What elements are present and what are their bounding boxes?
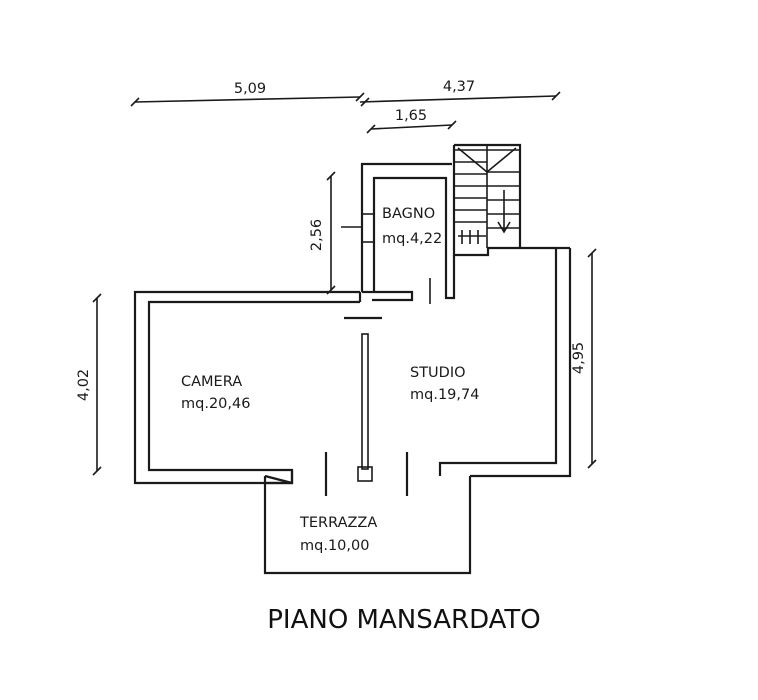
room-area-studio: mq.19,74	[410, 387, 479, 403]
room-name-bagno: BAGNO	[382, 206, 435, 222]
dimension-right-height	[587, 248, 597, 469]
room-name-terrazza: TERRAZZA	[299, 515, 377, 531]
room-area-bagno: mq.4,22	[382, 231, 442, 247]
dim-label-left-height: 4,02	[76, 369, 92, 401]
staircase	[454, 145, 520, 248]
dimension-top-inner	[366, 120, 457, 134]
room-name-studio: STUDIO	[410, 365, 466, 381]
dimension-bagno-height	[326, 171, 336, 295]
dimension-top-left	[130, 92, 365, 107]
dim-label-top-right: 4,37	[443, 79, 475, 95]
dim-label-bagno-height: 2,56	[309, 219, 325, 251]
dimension-left-height	[92, 293, 102, 476]
room-area-camera: mq.20,46	[181, 396, 250, 412]
dim-label-right-height: 4,95	[571, 342, 587, 374]
room-area-terrazza: mq.10,00	[300, 538, 369, 554]
room-name-camera: CAMERA	[181, 374, 242, 390]
dim-label-top-left: 5,09	[234, 81, 266, 97]
dimension-top-right	[359, 91, 561, 107]
dim-label-top-inner: 1,65	[395, 108, 427, 124]
plan-title: PIANO MANSARDATO	[267, 605, 541, 635]
